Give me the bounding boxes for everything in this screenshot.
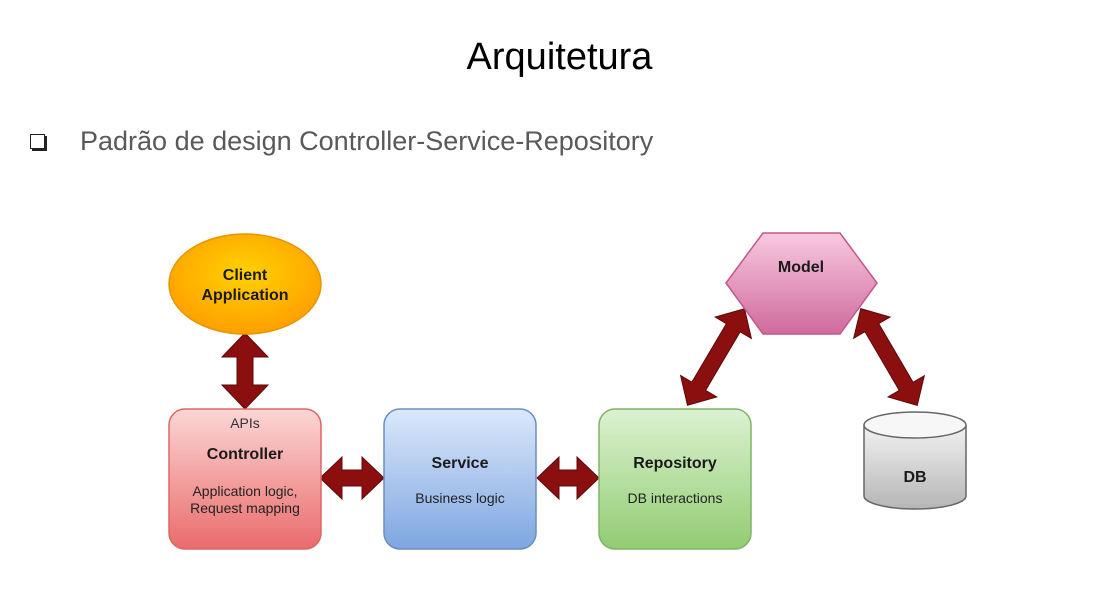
bullet-item: Padrão de design Controller-Service-Repo… [30, 126, 653, 157]
model-db-arrow [852, 308, 926, 406]
controller-node: APIs Controller Application logic, Reque… [168, 408, 322, 550]
slide-title: Arquitetura [466, 36, 653, 78]
service-title: Service [432, 455, 489, 472]
model-node: Model [725, 232, 878, 335]
repository-node: Repository DB interactions [598, 408, 752, 550]
service-node: Service Business logic [383, 408, 537, 550]
db-node: DB [863, 411, 967, 510]
bullet-text: Padrão de design Controller-Service-Repo… [80, 126, 654, 156]
controller-desc-line1: Application logic, [192, 483, 297, 499]
client-label-line1: Client [223, 267, 268, 284]
repository-title: Repository [633, 455, 717, 472]
service-repository-arrow [536, 455, 600, 501]
client-label-line2: Application [201, 287, 288, 304]
model-title: Model [778, 259, 824, 276]
checkbox-bullet-icon [30, 134, 45, 149]
controller-title: Controller [207, 446, 283, 463]
controller-apis-label: APIs [230, 415, 260, 431]
repository-desc: DB interactions [628, 490, 723, 506]
client-controller-arrow [220, 332, 270, 410]
controller-service-arrow [319, 455, 385, 501]
db-title: DB [903, 469, 926, 486]
repository-model-arrow [679, 308, 753, 406]
client-application-node: Client Application [168, 233, 322, 335]
controller-desc-line2: Request mapping [190, 500, 300, 516]
service-desc: Business logic [415, 490, 505, 506]
